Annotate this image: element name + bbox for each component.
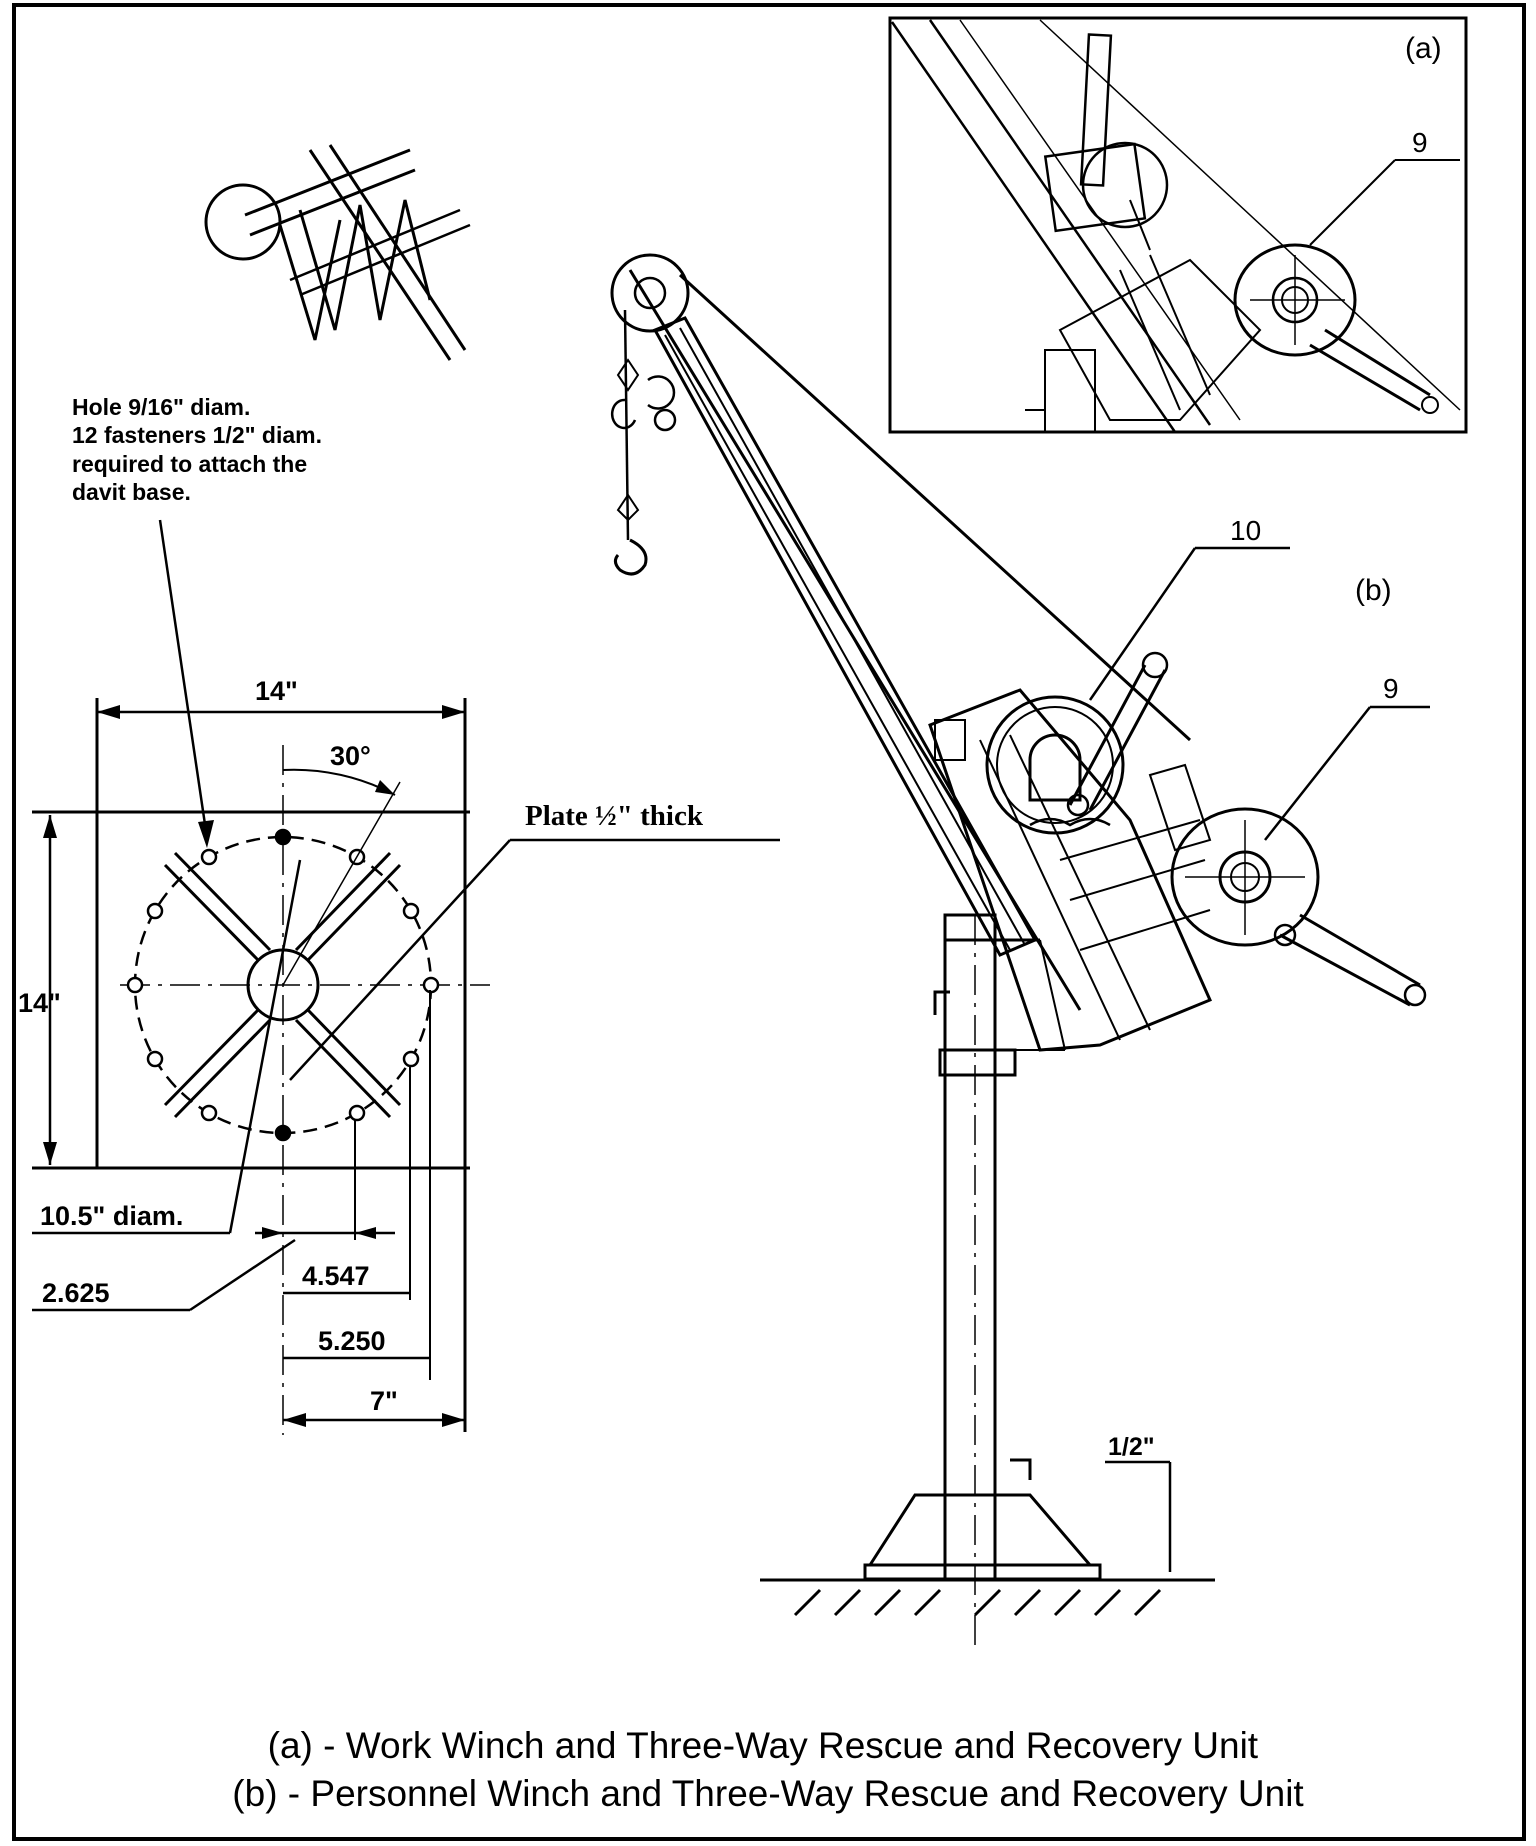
callout-10: 10 (1230, 515, 1261, 546)
base-thickness-label: 1/2" (1108, 1433, 1155, 1461)
caption: (a) - Work Winch and Three-Way Rescue an… (232, 1725, 1304, 1814)
callout-9: 9 (1383, 673, 1399, 704)
inset-a: 9 (a) (890, 18, 1466, 432)
plate-thickness-label: Plate ½" thick (525, 800, 704, 832)
note-line-1: Hole 9/16" diam. (72, 394, 250, 420)
dim-7-label: 7" (370, 1386, 398, 1416)
note-line-4: davit base. (72, 479, 191, 505)
angle-label: 30° (330, 741, 371, 771)
height-dim-label: 14" (18, 988, 61, 1018)
note-line-2: 12 fasteners 1/2" diam. (72, 422, 322, 448)
main-label: (b) (1355, 574, 1392, 607)
dim-2625-label: 2.625 (42, 1278, 110, 1308)
caption-line-a: (a) - Work Winch and Three-Way Rescue an… (268, 1725, 1259, 1766)
note-line-3: required to attach the (72, 451, 307, 477)
base-plate: Hole 9/16" diam. 12 fasteners 1/2" diam.… (18, 394, 780, 1435)
inset-frame (890, 18, 1466, 432)
width-dim-label: 14" (255, 676, 298, 706)
caption-line-b: (b) - Personnel Winch and Three-Way Resc… (232, 1773, 1304, 1814)
inset-label: (a) (1405, 32, 1442, 65)
fastener-note: Hole 9/16" diam. 12 fasteners 1/2" diam.… (72, 394, 328, 505)
dim-4547-label: 4.547 (302, 1261, 370, 1291)
circle-diam-label: 10.5" diam. (40, 1201, 183, 1231)
figure-border (14, 5, 1524, 1839)
pulley-detail (206, 145, 470, 360)
ground-hatch (795, 1590, 1160, 1615)
davit-main: 1/2" 10 9 (b) (612, 255, 1430, 1650)
inset-callout-9: 9 (1412, 127, 1428, 158)
dim-5250-label: 5.250 (318, 1326, 386, 1356)
